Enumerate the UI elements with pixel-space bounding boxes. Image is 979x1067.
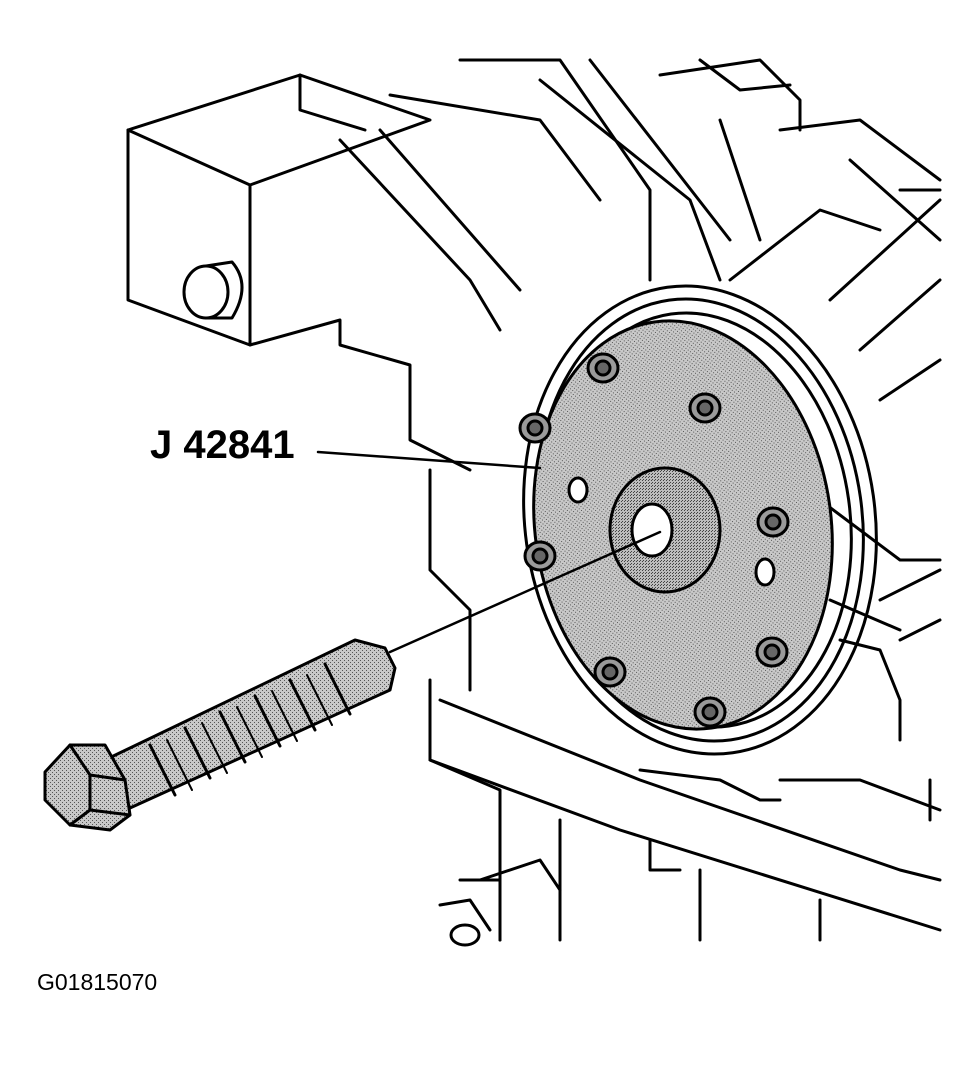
bolt-head-5: [523, 540, 557, 572]
bolt-head-3: [518, 412, 552, 444]
figure-id: G01815070: [37, 969, 158, 995]
installer-tool-plate: [532, 319, 834, 731]
callout-leader: [316, 450, 542, 470]
alignment-line: [388, 530, 662, 654]
bolt-head-4: [756, 506, 790, 538]
center-bolt: [43, 638, 397, 832]
plug-cap: [182, 260, 244, 320]
tool-callout-label: J 42841: [150, 423, 295, 467]
engine-block: [126, 58, 942, 947]
bolt-head-2: [688, 392, 722, 424]
mounting-bolts: [518, 352, 790, 728]
bolt-head-6: [755, 636, 789, 668]
bolt-head-8: [693, 696, 727, 728]
bolt-head-1: [586, 352, 620, 384]
bolt-head-7: [593, 656, 627, 688]
